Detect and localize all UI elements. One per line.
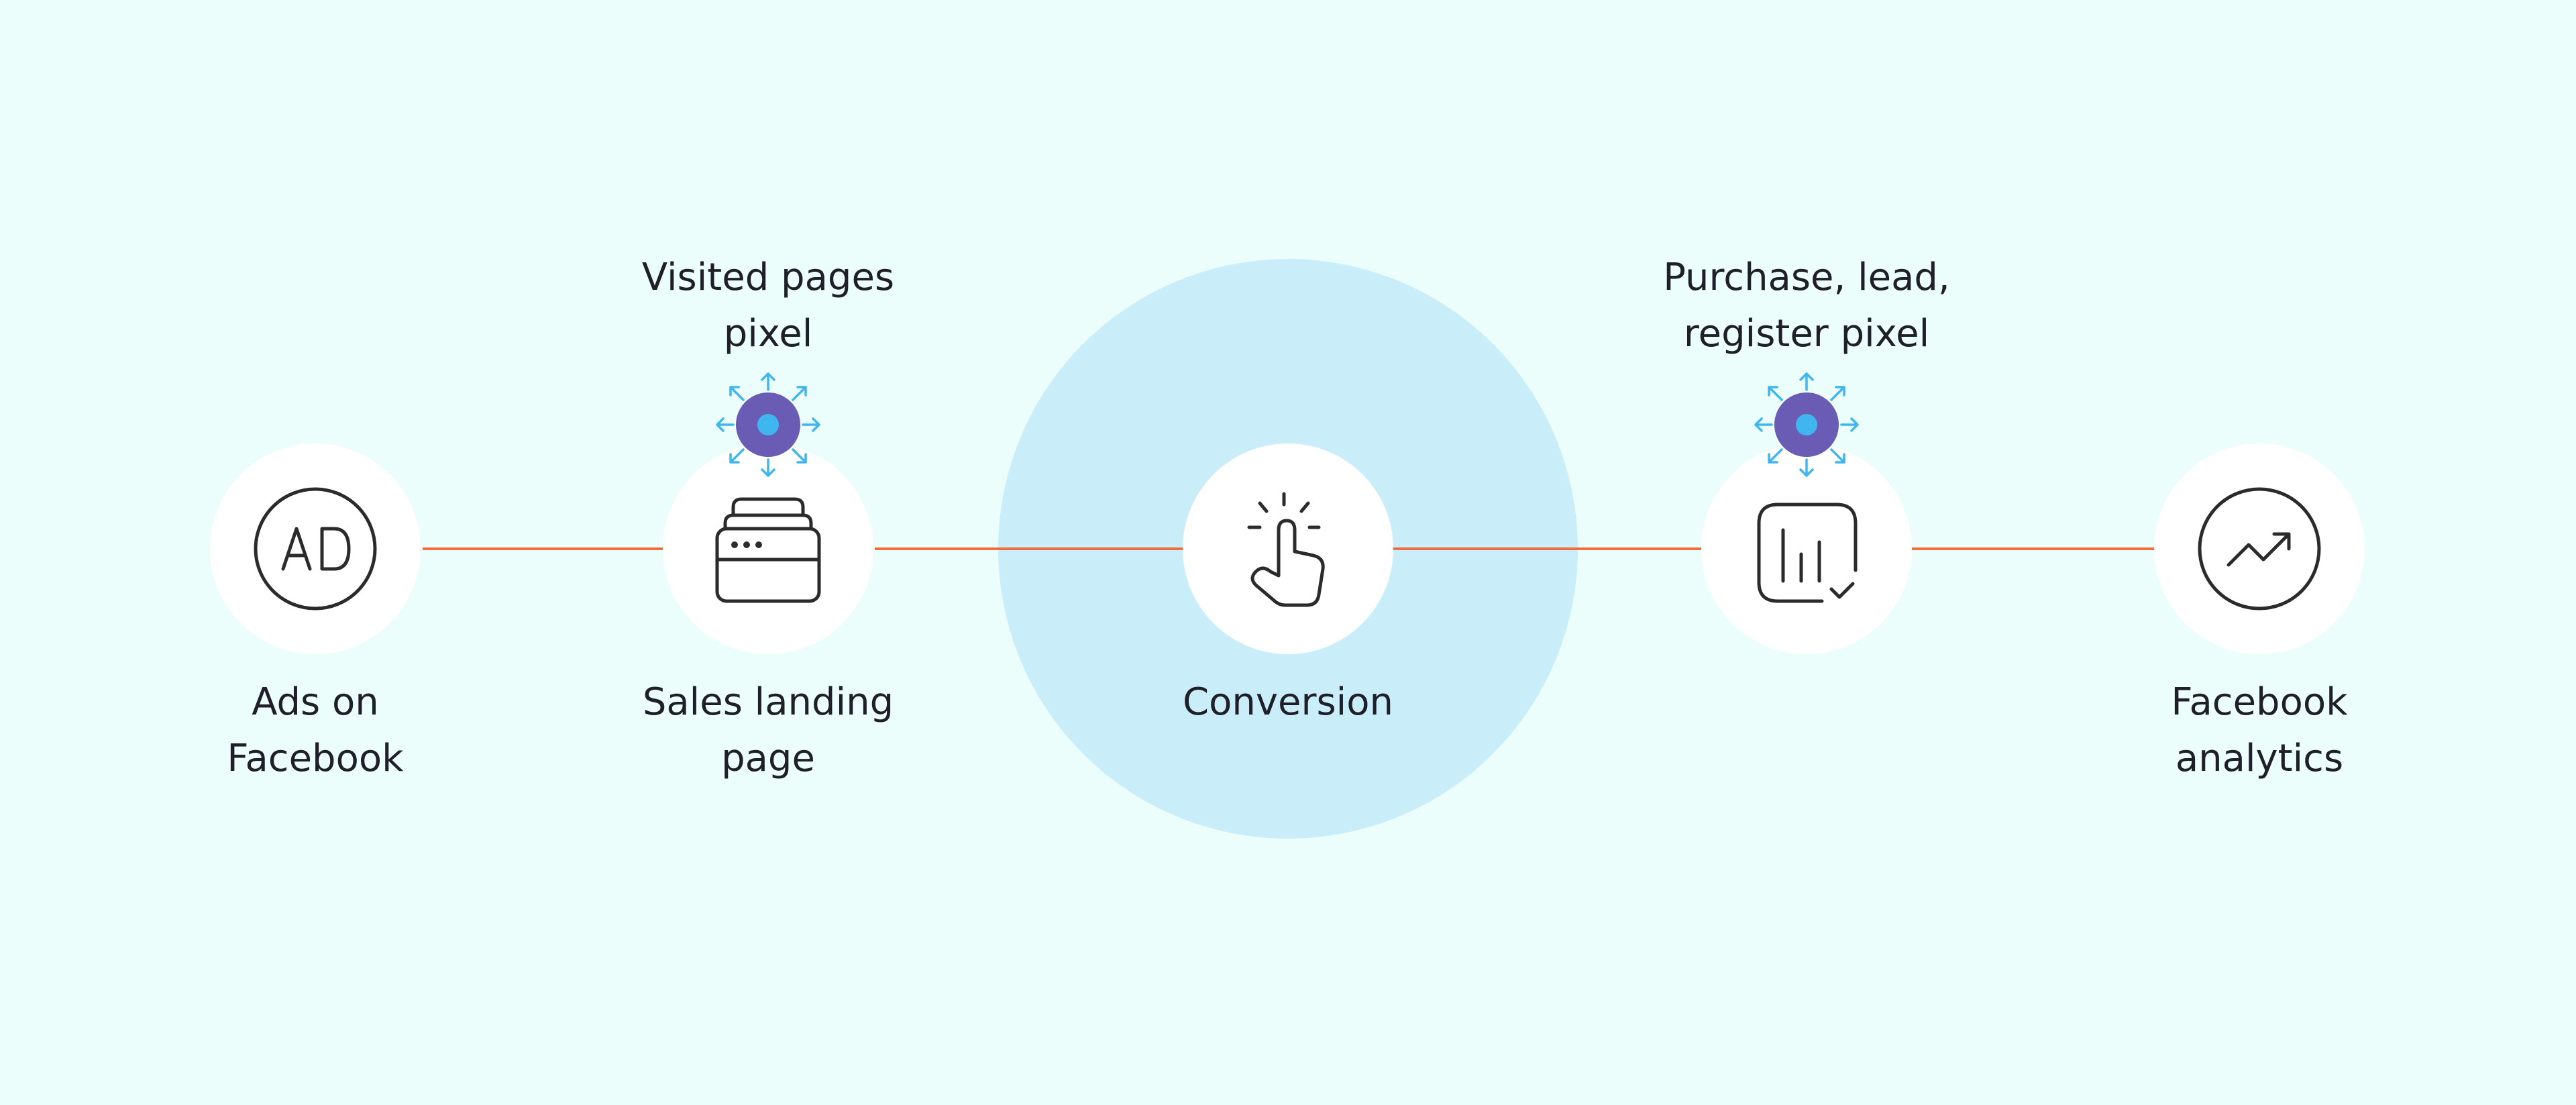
node-label-landing: Sales landing page [642,680,894,780]
node-label-analytics: Facebook analytics [2171,680,2348,780]
browser-stack-icon [715,497,821,603]
node-conversion [1183,443,1393,654]
node-landing [663,443,873,654]
pixel-icon [1754,372,1859,477]
node-pixel-chart [1701,443,1912,654]
trend-up-icon [2198,487,2321,611]
ad-icon [254,487,377,611]
node-label-ads: Ads on Facebook [227,680,404,780]
pixel-label-purchase: Purchase, lead, register pixel [1663,256,1950,356]
pixel-icon [716,372,820,477]
node-analytics [2154,443,2365,654]
node-ads [210,443,421,654]
pixel-label-visited: Visited pages pixel [641,256,895,356]
chart-check-icon [1757,503,1858,603]
node-label-conversion: Conversion [1183,680,1393,724]
tap-hand-icon [1247,492,1325,607]
